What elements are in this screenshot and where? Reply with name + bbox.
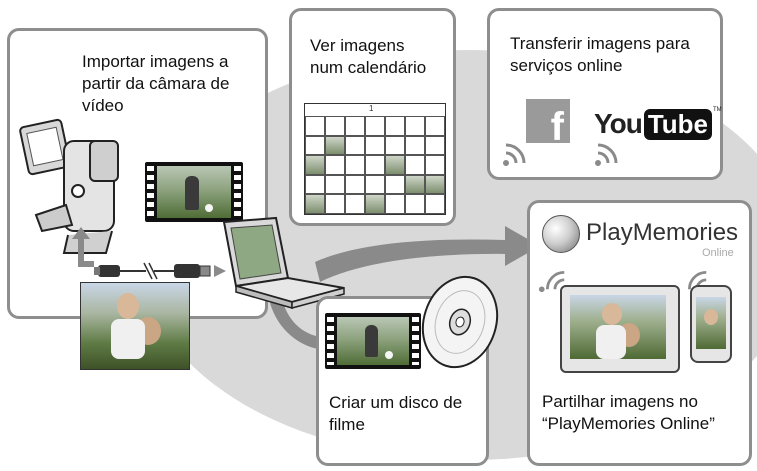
- calendar-cell: [305, 135, 325, 156]
- calendar-cell: [365, 135, 385, 156]
- calendar-cell: [365, 155, 385, 175]
- calendar-panel: Ver imagens num calendário 1: [289, 8, 456, 226]
- calendar-cell: [345, 135, 365, 156]
- phone-icon: [690, 285, 732, 363]
- family-photo: [80, 282, 190, 370]
- playmemories-brand: PlayMemories: [586, 219, 739, 246]
- calendar-cell: [345, 174, 365, 195]
- calendar-cell: [325, 135, 345, 156]
- calendar-cell: [385, 155, 405, 175]
- laptop-icon: [222, 216, 345, 309]
- online-caption: Transferir imagens para serviços online: [510, 34, 690, 75]
- wifi-signal-icon: [503, 143, 526, 166]
- calendar-cell: [305, 174, 325, 195]
- playmemories-panel: PlayMemories Online Partilhar imagens no…: [527, 200, 752, 466]
- calendar-grid: 1: [304, 103, 446, 215]
- calendar-cell: [385, 174, 405, 195]
- playmemories-caption: Partilhar imagens no “PlayMemories Onlin…: [542, 392, 715, 433]
- calendar-cell: [325, 155, 345, 175]
- calendar-cell: [325, 194, 345, 214]
- calendar-cell: [425, 174, 445, 195]
- calendar-month-number: 1: [369, 104, 374, 113]
- calendar-cell: [365, 174, 385, 195]
- usb-cable-icon: [94, 262, 226, 280]
- calendar-cell: [345, 155, 365, 175]
- calendar-cell: [405, 174, 425, 195]
- calendar-cell: [405, 135, 425, 156]
- calendar-cell: [325, 116, 345, 136]
- calendar-cell: [305, 116, 325, 136]
- calendar-cell: [385, 194, 405, 214]
- camcorder-icon: [19, 118, 119, 254]
- calendar-cell: [425, 155, 445, 175]
- playmemories-brand-sub: Online: [702, 247, 734, 259]
- tablet-icon: [560, 285, 680, 373]
- facebook-icon: f: [526, 99, 570, 147]
- calendar-caption: Ver imagens num calendário: [310, 36, 427, 77]
- calendar-cell: [425, 135, 445, 156]
- disc-icon: [421, 275, 499, 369]
- calendar-cell: [425, 116, 445, 136]
- calendar-cell: [405, 155, 425, 175]
- cable-arrow-icon: [72, 227, 94, 267]
- calendar-cell: [365, 194, 385, 214]
- calendar-cell: [385, 135, 405, 156]
- calendar-cell: [365, 116, 385, 136]
- youtube-icon: You Tube TM: [594, 107, 722, 140]
- calendar-cell: [305, 194, 325, 214]
- calendar-cell: [325, 174, 345, 195]
- playmemories-logo: [542, 215, 580, 253]
- film-strip-thumbnail: [145, 162, 243, 222]
- import-caption: Importar imagens a partir da câmara de v…: [82, 52, 230, 115]
- arrow-to-playmemories: [315, 226, 540, 282]
- calendar-cell: [345, 116, 365, 136]
- calendar-cell: [425, 194, 445, 214]
- calendar-cell: [405, 116, 425, 136]
- disc-film-strip: [325, 313, 421, 369]
- disc-caption: Criar um disco de filme: [329, 393, 463, 434]
- calendar-cell: [345, 194, 365, 214]
- wifi-signal-icon-2: [595, 143, 618, 166]
- calendar-cell: [405, 194, 425, 214]
- wifi-signal-icon-3: [538, 270, 565, 293]
- calendar-cell: [385, 116, 405, 136]
- online-services-panel: Transferir imagens para serviços online …: [487, 8, 723, 180]
- calendar-cell: [305, 155, 325, 175]
- import-panel: Importar imagens a partir da câmara de v…: [7, 28, 268, 319]
